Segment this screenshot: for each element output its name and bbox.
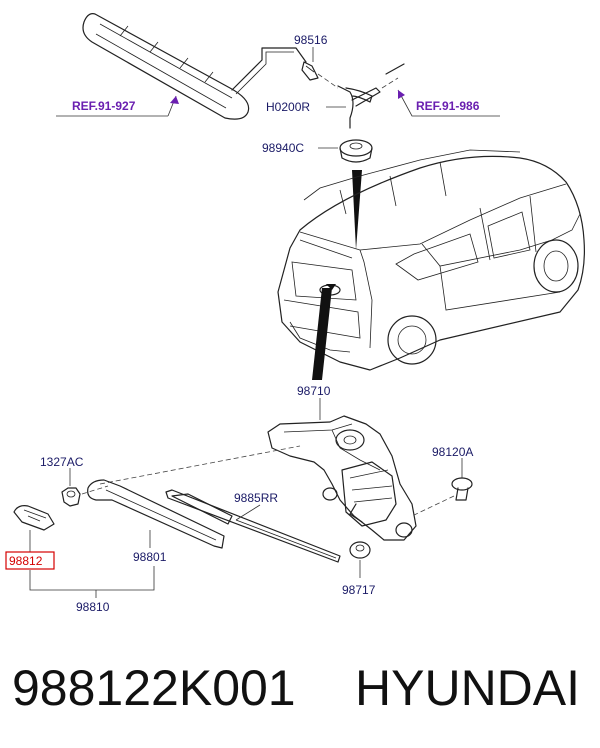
brand-name: HYUNDAI	[355, 660, 581, 716]
wiper-arm-98801: 98801	[87, 479, 225, 564]
callout-98940c: 98940C	[262, 141, 304, 155]
product-footer: 988122K001 HYUNDAI	[0, 648, 600, 728]
highlight-box	[5, 551, 55, 570]
callout-98810: 98810	[76, 600, 110, 614]
bolt-98120a: 98120A	[432, 445, 473, 501]
grommet-98940c: 98940C	[262, 139, 373, 163]
ref-left-text: REF.91-927	[72, 99, 136, 113]
pointer-arrow-lower	[312, 288, 332, 380]
stop-lamp-assembly	[82, 13, 307, 120]
callout-98717: 98717	[342, 583, 376, 597]
ref-right-text: REF.91-986	[416, 99, 480, 113]
callout-98120a: 98120A	[432, 445, 473, 459]
wiper-blade-9885rr: 9885RR	[165, 489, 341, 563]
cover-98812: 98812	[5, 505, 55, 570]
callout-9885rr: 9885RR	[234, 491, 278, 505]
callout-1327ac: 1327AC	[40, 455, 84, 469]
nozzle-98516: 98516	[294, 33, 328, 81]
callout-98812: 98812	[9, 554, 43, 568]
callout-h0200r: H0200R	[266, 100, 310, 114]
ref-left-label: REF.91-927	[56, 95, 179, 117]
pointer-arrow-upper	[352, 170, 362, 250]
exploded-parts-diagram: REF.91-927 98516 H0200R REF.91-986 98940…	[5, 13, 585, 614]
assembly-98810: 98810	[29, 566, 155, 614]
wiper-motor-98710: 98710	[267, 384, 417, 541]
vehicle-illustration	[277, 149, 585, 371]
callout-98710: 98710	[297, 384, 331, 398]
cap-98717: 98717	[342, 541, 376, 597]
callout-98801: 98801	[133, 550, 167, 564]
arrowhead-icon	[398, 90, 405, 99]
hose-h0200r: H0200R	[266, 85, 381, 129]
nut-1327ac: 1327AC	[40, 455, 84, 507]
ref-right-label: REF.91-986	[385, 63, 500, 117]
callout-98516: 98516	[294, 33, 328, 47]
part-number: 988122K001	[12, 660, 296, 716]
arrowhead-icon	[170, 96, 179, 104]
